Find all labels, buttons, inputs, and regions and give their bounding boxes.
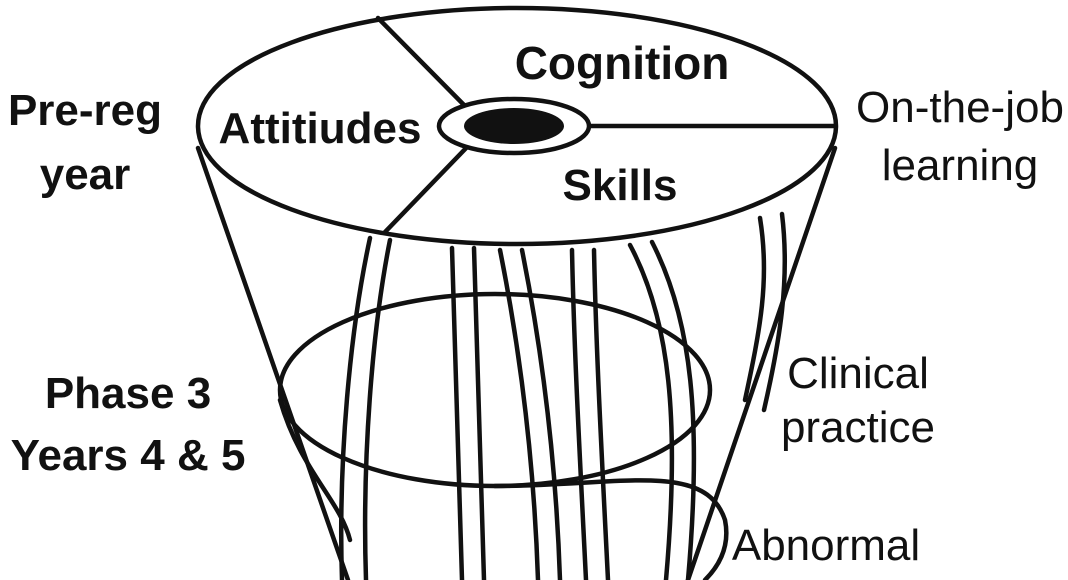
label-pre-reg-line1: Pre-reg: [8, 86, 162, 135]
strand-5b: [649, 239, 697, 580]
strand-3a: [497, 247, 541, 580]
label-on-the-job-line2: learning: [882, 141, 1039, 190]
strand-4b: [591, 247, 611, 580]
disc-hub-center: [464, 108, 564, 144]
disc-divider-bottom: [382, 143, 471, 235]
disc-divider-top: [375, 15, 468, 109]
funnel-left-side: [195, 145, 351, 580]
strand-1a: [339, 235, 373, 580]
label-clinical-line1: Clinical: [787, 349, 929, 398]
strand-5a: [627, 242, 675, 580]
disc-label-skills: Skills: [563, 161, 678, 210]
label-phase3-line2: Years 4 & 5: [11, 431, 246, 480]
strand-4a: [569, 247, 589, 580]
middle-ring: [277, 291, 713, 489]
strand-3b: [519, 247, 563, 580]
funnel-right-side: [685, 145, 838, 580]
label-clinical-line2: practice: [781, 403, 935, 452]
label-on-the-job-line1: On-the-job: [856, 83, 1064, 132]
lower-loop-back: [277, 397, 353, 543]
label-pre-reg-line2: year: [40, 150, 131, 199]
label-phase3-line1: Phase 3: [45, 369, 211, 418]
label-abnormal-line1: Abnormal: [732, 521, 920, 570]
strand-2b: [471, 245, 487, 580]
strand-6a: [742, 215, 767, 403]
strand-2a: [449, 245, 465, 580]
disc-label-cognition: Cognition: [515, 37, 730, 89]
disc-label-attitudes: Attitiudes: [219, 104, 422, 153]
strand-6b: [761, 211, 788, 413]
lower-loop-front: [492, 478, 729, 580]
strand-1b: [362, 237, 393, 580]
